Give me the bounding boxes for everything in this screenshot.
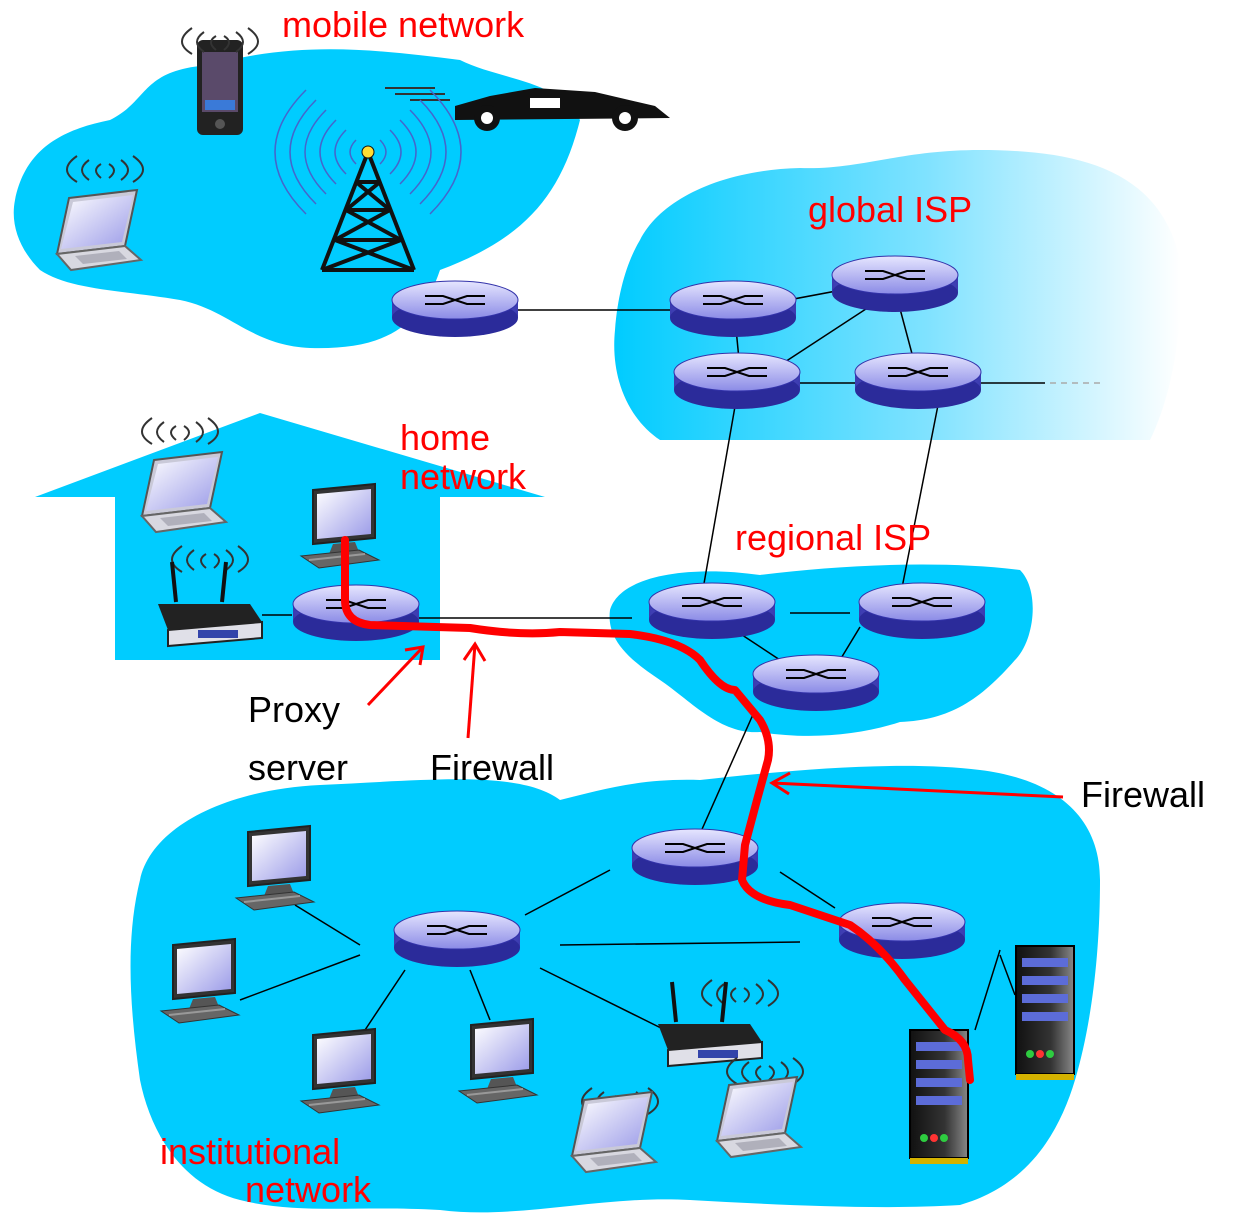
institutional-network-label-line2: network: [245, 1169, 372, 1210]
desktop-icon: [300, 1028, 380, 1114]
router-icon: [854, 352, 982, 410]
mobile-network-label: mobile network: [282, 4, 525, 45]
firewall-institution-arrow: [769, 771, 1064, 799]
firewall-institution-label: Firewall: [1081, 774, 1206, 815]
firewall-home-arrow: [462, 641, 487, 739]
cell-tower-icon: [274, 89, 462, 272]
desktop-icon: [300, 483, 380, 569]
server-icon: [909, 1029, 969, 1165]
proxy-server-arrow: [366, 645, 425, 707]
proxy-server-label-line1: Proxy: [248, 689, 341, 730]
firewall-home-label: Firewall: [430, 747, 555, 788]
smartphone-icon: [197, 40, 243, 135]
router-icon: [858, 582, 986, 640]
home-network-label-line1: home: [400, 417, 491, 458]
router-icon: [648, 582, 776, 640]
router-icon: [673, 352, 801, 410]
traffic-path: [341, 536, 974, 1084]
regional-isp-label: regional ISP: [735, 517, 932, 558]
home-network-label-line2: network: [400, 456, 527, 497]
router-icon: [752, 654, 880, 712]
global-isp-label: global ISP: [808, 189, 973, 230]
server-icon: [1015, 945, 1075, 1081]
institutional-network-label-line1: institutional: [160, 1131, 341, 1172]
car-icon: [385, 87, 670, 131]
proxy-server-label-line2: server: [248, 747, 349, 788]
router-icon: [391, 280, 519, 338]
router-icon: [292, 584, 420, 642]
desktop-icon: [458, 1018, 538, 1104]
desktop-icon: [235, 825, 315, 911]
institutional-network-cloud: [130, 765, 1100, 1213]
router-icon: [669, 280, 797, 338]
laptop-icon: [56, 189, 142, 271]
router-icon: [831, 255, 959, 313]
laptop-icon: [571, 1091, 657, 1173]
desktop-icon: [160, 938, 240, 1024]
router-icon: [393, 910, 521, 968]
laptop-icon: [716, 1076, 802, 1158]
laptop-icon: [141, 451, 227, 533]
